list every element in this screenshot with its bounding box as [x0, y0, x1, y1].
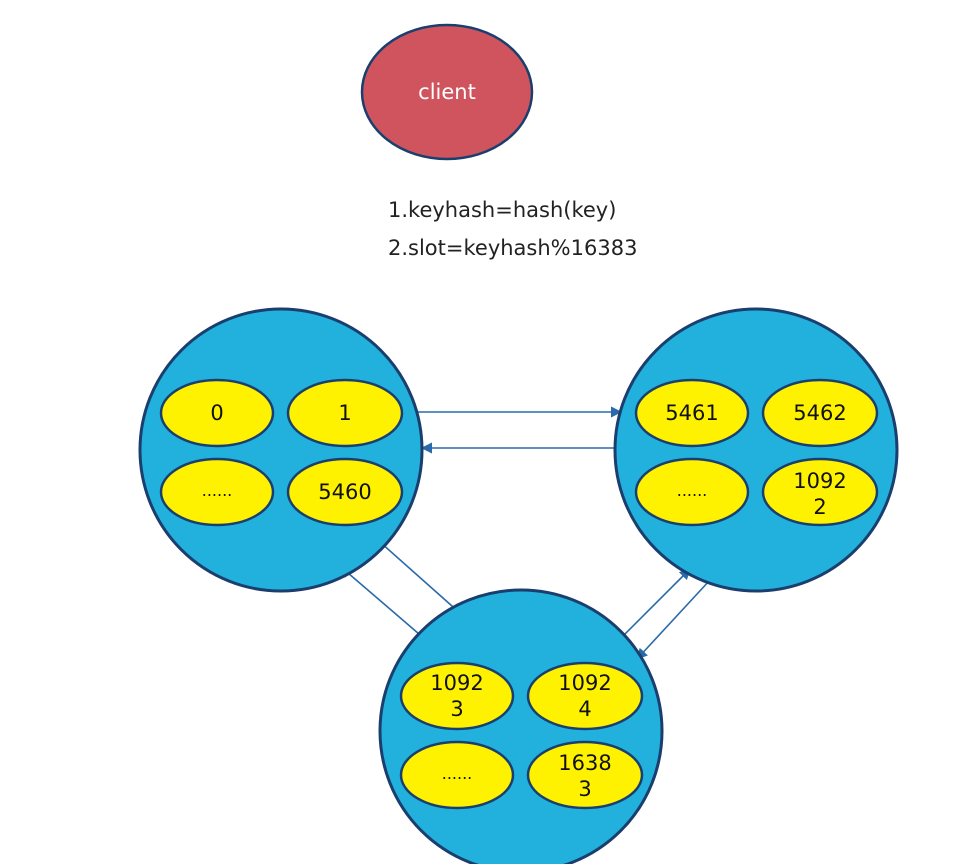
arrow-node2-to-node3	[636, 579, 711, 660]
slot-label: 0	[210, 401, 223, 425]
slot-10924: 1092 4	[526, 661, 644, 731]
slot-10922: 1092 2	[761, 457, 879, 527]
slot-label-line1: 1092	[558, 671, 611, 695]
slot-5461: 5461	[634, 378, 750, 448]
slot-0: 0	[159, 378, 275, 448]
slot-ellipsis: ......	[634, 457, 750, 527]
slot-5462: 5462	[761, 378, 879, 448]
slot-label: 1	[338, 401, 351, 425]
slot-label: 5462	[793, 401, 846, 425]
step-slot: 2.slot=keyhash%16383	[388, 236, 638, 260]
connections	[340, 406, 711, 660]
arrow-node1-to-node3	[379, 541, 462, 615]
slot-label: ......	[677, 481, 708, 500]
slot-label-line2: 4	[578, 697, 591, 721]
slot-1: 1	[286, 378, 404, 448]
step-hash: 1.keyhash=hash(key)	[388, 198, 617, 222]
slot-label-line2: 2	[813, 495, 826, 519]
slot-label-line2: 3	[578, 777, 591, 801]
slot-label-line1: 1092	[430, 671, 483, 695]
client-label: client	[418, 80, 476, 104]
slot-label-line1: 1638	[558, 751, 611, 775]
slot-label-line1: 1092	[793, 469, 846, 493]
slot-10923: 1092 3	[399, 661, 515, 731]
cluster-node-2: 5461 5462 ...... 1092 2	[613, 307, 899, 593]
slot-ellipsis: ......	[399, 740, 515, 810]
slot-label: ......	[202, 481, 233, 500]
slot-5460: 5460	[286, 457, 404, 527]
slot-label: ......	[442, 764, 473, 783]
arrow-node3-to-node1	[340, 566, 420, 635]
slot-16383: 1638 3	[526, 740, 644, 810]
slot-ellipsis: ......	[159, 457, 275, 527]
arrow-node3-to-node2	[621, 568, 691, 638]
slot-label-line2: 3	[450, 697, 463, 721]
cluster-node-1: 0 1 ...... 5460	[138, 307, 424, 593]
client-node: client	[360, 23, 534, 161]
slot-label: 5460	[318, 480, 371, 504]
slot-label: 5461	[665, 401, 718, 425]
cluster-node-3: 1092 3 1092 4 ...... 1638 3	[378, 588, 664, 864]
